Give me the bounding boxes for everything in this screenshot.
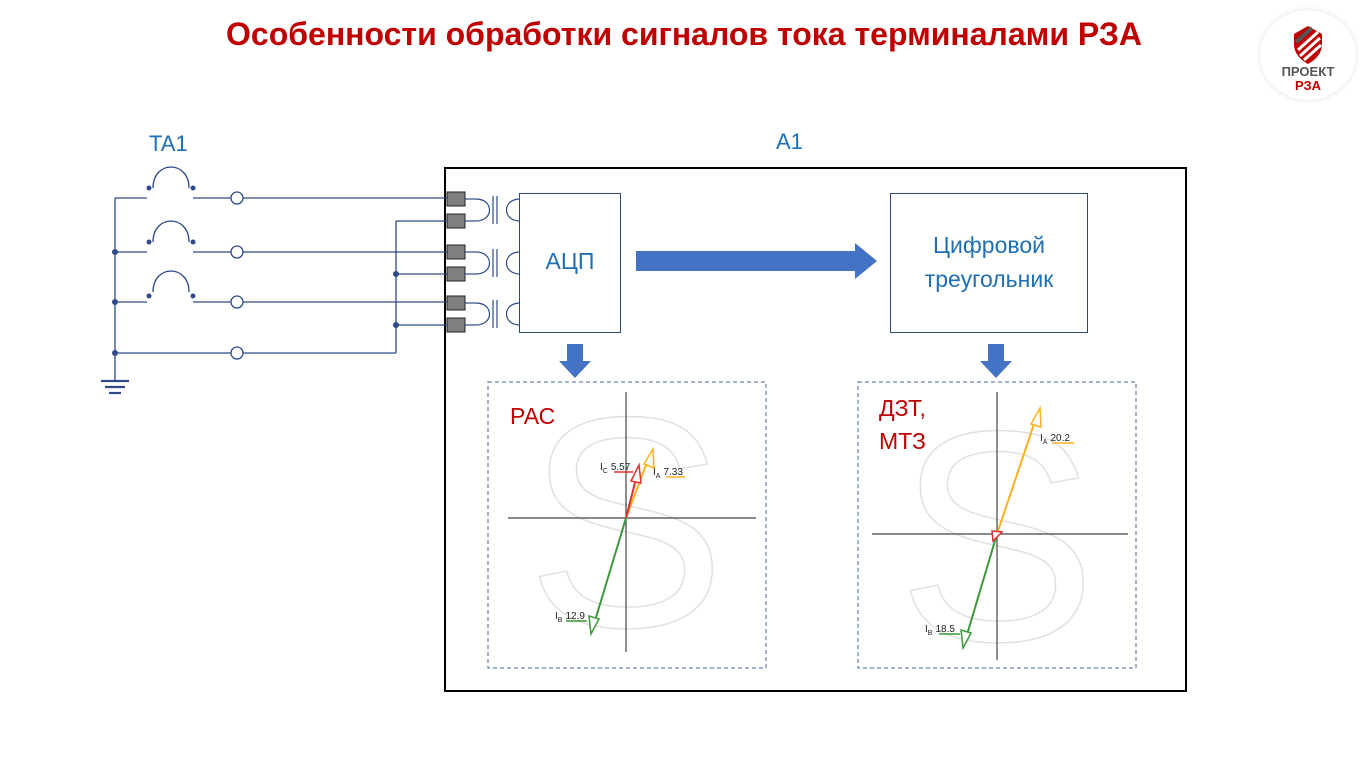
digital-delta-block: Цифровой треугольник [890, 193, 1088, 333]
logo-text-1: ПРОЕКТ [1281, 64, 1335, 79]
phasors-left [588, 446, 655, 637]
wiring [114, 166, 447, 380]
logo-text-2: РЗА [1294, 78, 1322, 93]
phasor-arrowhead [960, 628, 973, 651]
page-title: Особенности обработки сигналов тока терм… [226, 16, 1142, 52]
label-ta1: TA1 [149, 131, 188, 156]
chart-frame-left [487, 381, 767, 669]
phasor-arrowhead [1029, 405, 1042, 429]
device-a1-frame [444, 167, 1187, 692]
digital-delta-label-2: треугольник [924, 266, 1054, 292]
arrow-down-icon [980, 344, 1012, 378]
phasor-arrowhead [588, 614, 601, 637]
logo: ПРОЕКТ РЗА [1260, 10, 1356, 100]
label-a1: A1 [776, 129, 803, 154]
input-transformers [465, 196, 521, 328]
phasors-right [960, 405, 1042, 651]
wire-junctions [112, 185, 399, 356]
ground-icon [101, 379, 129, 395]
phasor-arrowhead [991, 530, 1004, 543]
adc-label: АЦП [545, 248, 595, 274]
adc-block: АЦП [519, 193, 621, 333]
chart-name-left: РАС [510, 403, 556, 429]
terminals-open [230, 191, 244, 360]
chart-name-right-2: МТЗ [879, 428, 926, 454]
logo-icon [1294, 26, 1322, 64]
terminal-blocks [446, 191, 466, 333]
chart-frame-right [857, 381, 1137, 669]
phasor-arrowhead [642, 446, 655, 470]
arrow-down-icon [559, 344, 591, 378]
phasor-arrowhead [629, 462, 642, 484]
digital-delta-label-1: Цифровой [933, 232, 1045, 258]
arrow-right-icon [636, 243, 877, 279]
chart-name-right-1: ДЗТ, [879, 395, 926, 421]
